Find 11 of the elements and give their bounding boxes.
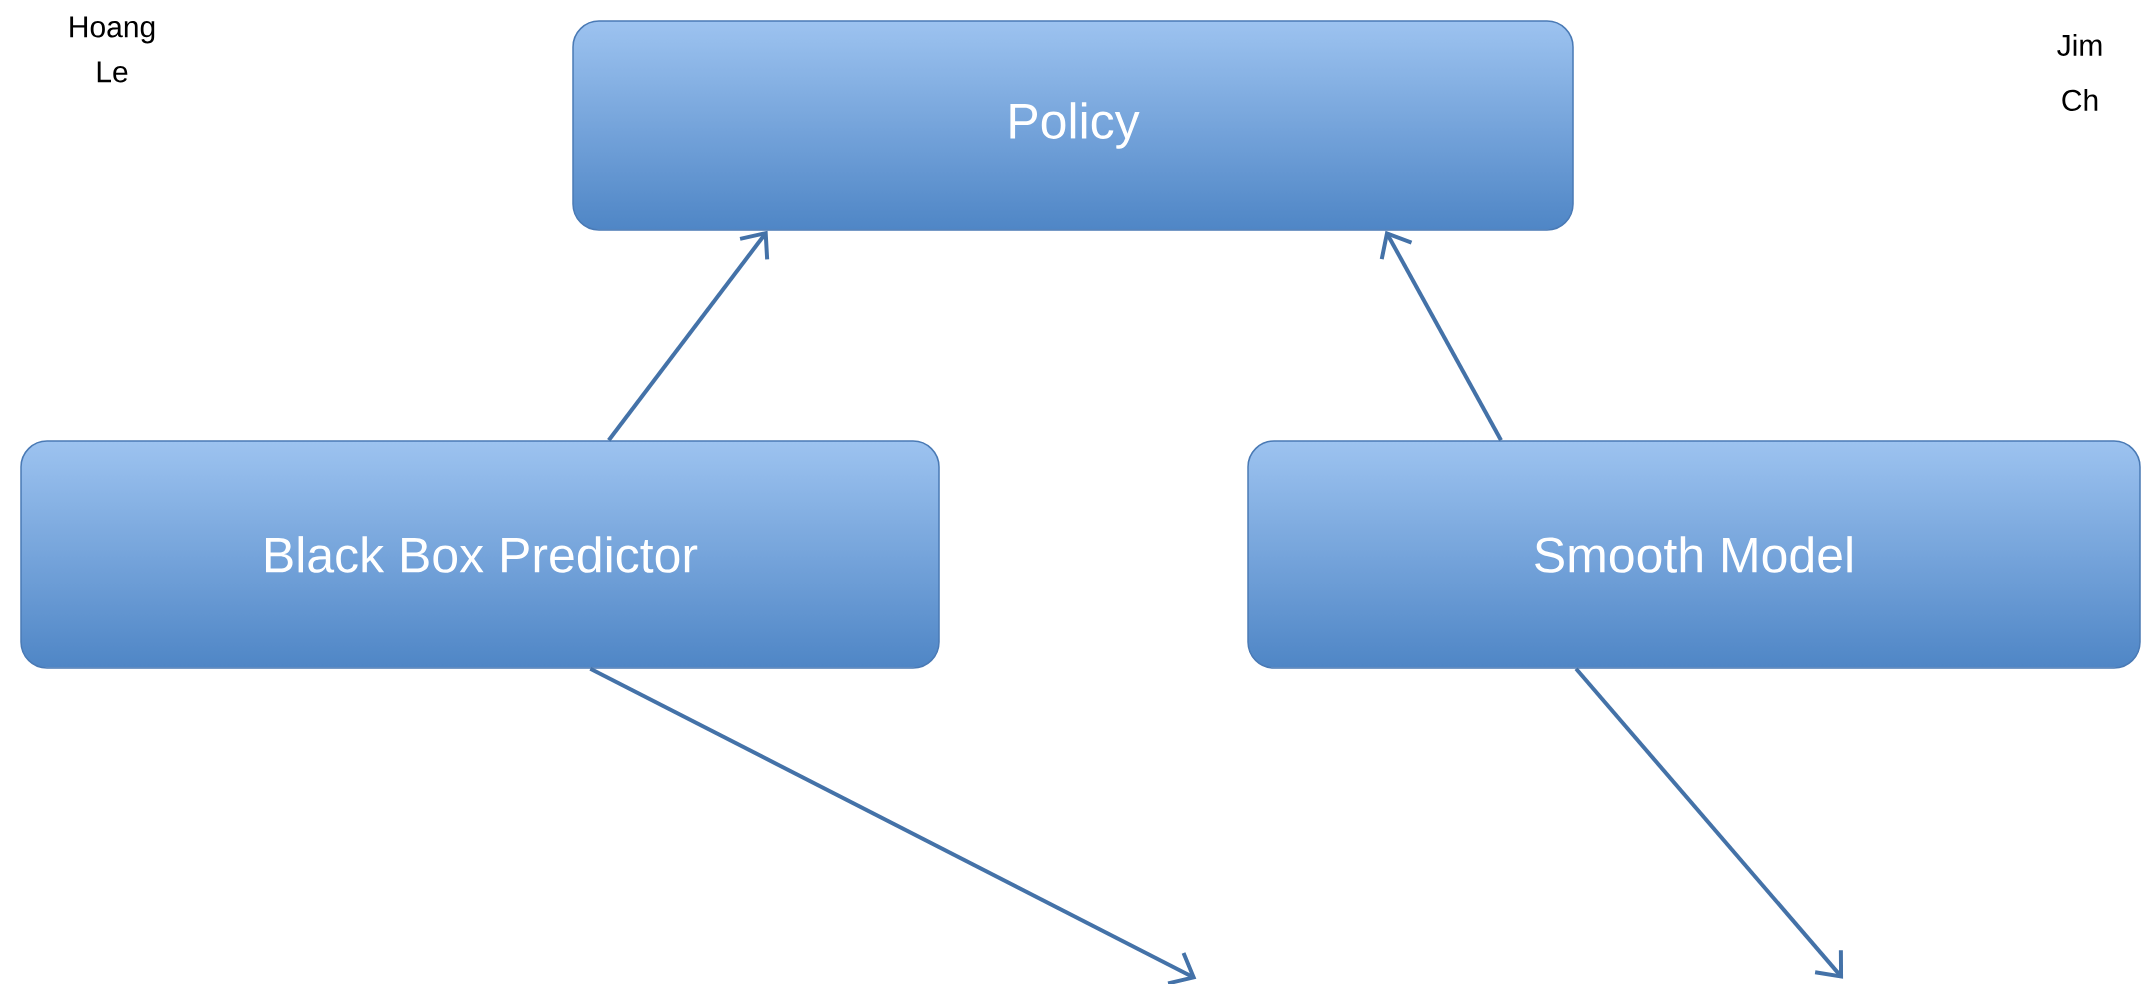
process-box: Black Box Predictor	[20, 440, 940, 669]
name-label: Le	[97, 61, 128, 83]
arrow	[1379, 230, 1503, 442]
name-label: Hoang	[70, 16, 155, 44]
arrow	[589, 666, 1197, 984]
name-label: Ch	[2062, 88, 2098, 111]
process-box: Smooth Model	[1247, 440, 2141, 669]
arrow	[607, 230, 770, 442]
name-label: Jim	[2057, 33, 2102, 56]
process-box: Policy	[572, 20, 1574, 231]
arrow	[1574, 667, 1844, 979]
